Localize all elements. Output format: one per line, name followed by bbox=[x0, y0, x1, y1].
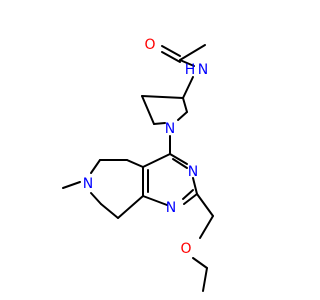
bond-c2-n1-b bbox=[182, 189, 194, 200]
atom-nitrogen-azepine: N bbox=[83, 176, 93, 192]
bond-c4a-c4 bbox=[142, 153, 171, 168]
bond-c8-c9 bbox=[100, 203, 119, 219]
bond-methyl-carbonyl bbox=[179, 44, 206, 61]
bond-pyrrolidine-4 bbox=[177, 111, 188, 121]
atom-nitrogen-pyrimidine-lower: N bbox=[166, 200, 176, 216]
atom-labels: O N H N N N N O bbox=[83, 37, 208, 257]
bond-o-ethyl-ch2 bbox=[192, 257, 208, 269]
atom-hydrogen-amide: H bbox=[185, 62, 196, 78]
bond-pyrrolidine-2 bbox=[141, 95, 155, 125]
atom-nitrogen-amide: N bbox=[198, 62, 208, 78]
bond-ch2-o bbox=[199, 215, 214, 239]
bond-c9-c8a bbox=[117, 195, 144, 219]
bond-n3-c2 bbox=[192, 177, 198, 195]
bond-amide-n-ring-c bbox=[182, 76, 194, 99]
bond-c2-n1-a bbox=[183, 193, 198, 205]
atom-oxygen-carbonyl: O bbox=[144, 37, 155, 53]
bond-c4a-c5 bbox=[126, 159, 144, 168]
atom-nitrogen-pyrrolidine: N bbox=[165, 121, 175, 137]
bonds bbox=[62, 44, 214, 292]
bond-ethyl-ch2-ch3 bbox=[202, 267, 208, 292]
bond-n1-c8a bbox=[142, 195, 168, 206]
bond-c2-ch2 bbox=[196, 193, 214, 217]
bond-pyrrolidine-1 bbox=[141, 95, 184, 99]
bond-carbonyl-amide-n bbox=[179, 59, 195, 67]
atom-nitrogen-pyrimidine-upper: N bbox=[188, 164, 198, 180]
bond-c4-n3-a bbox=[169, 153, 188, 165]
bond-c6-n7 bbox=[90, 159, 101, 174]
bond-carbonyl-double-b bbox=[161, 45, 181, 57]
bond-pyrrolidine-5 bbox=[182, 97, 188, 113]
bond-n7-methyl bbox=[62, 181, 81, 189]
chemical-structure-diagram: O N H N N N N O bbox=[62, 37, 214, 292]
atom-oxygen-ether: O bbox=[180, 241, 191, 257]
bond-n7-c8 bbox=[90, 192, 102, 205]
bond-c4-n3-b bbox=[172, 158, 188, 169]
bond-pyrrolidine-3 bbox=[153, 122, 166, 125]
bond-carbonyl-double-a bbox=[161, 51, 181, 63]
